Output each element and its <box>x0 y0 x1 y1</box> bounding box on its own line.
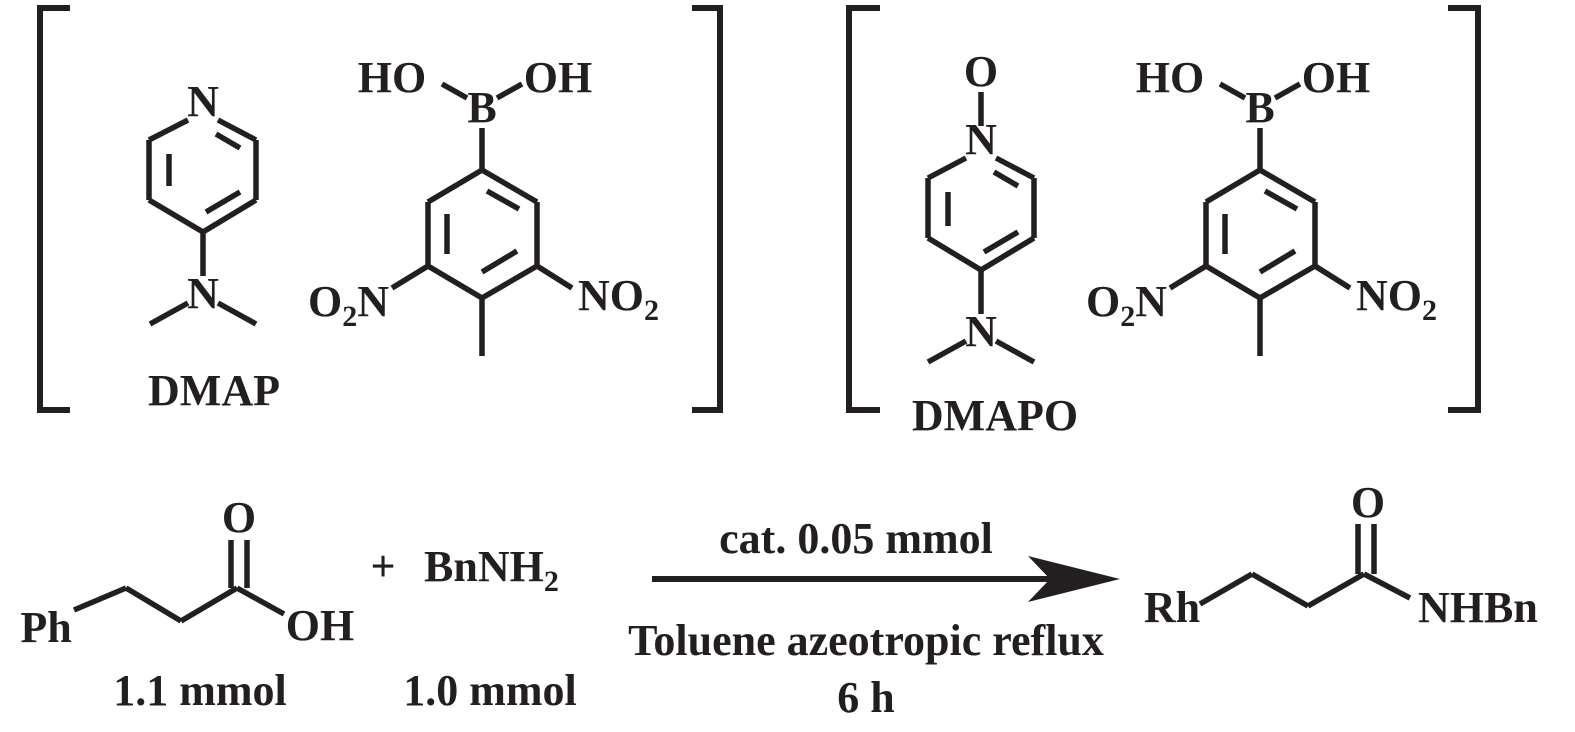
bracket-right-catalyst-1 <box>692 5 723 413</box>
hydrocinnamic-acid-structure: Ph O OH <box>20 493 354 652</box>
bracket-left-catalyst-2 <box>846 5 880 413</box>
acid2-boron: B <box>1245 83 1274 132</box>
boronic-acid-2-structure: HO B OH O2N NO2 <box>1086 53 1437 356</box>
dmapo-amine-nitrogen: N <box>965 307 997 356</box>
condition-solvent: Toluene azeotropic reflux <box>628 616 1104 665</box>
product-r-group: Rh <box>1144 583 1200 632</box>
condition-catalyst: cat. 0.05 mmol <box>719 514 993 563</box>
product-nhbn: NHBn <box>1418 583 1538 632</box>
acid-ph: Ph <box>20 603 71 652</box>
acid1-ho: HO <box>358 53 426 102</box>
plus-sign: + <box>370 542 395 591</box>
dmap-structure: N N <box>146 77 259 327</box>
acid1-no2-right-sub: 2 <box>644 294 659 327</box>
reaction-arrow <box>652 556 1120 602</box>
acid1-no2-left-o: O <box>308 277 342 326</box>
product-amide-structure: Rh O NHBn <box>1144 478 1538 632</box>
benzylamine-sub: 2 <box>544 565 559 598</box>
acid1-oh: OH <box>524 53 592 102</box>
acid2-no2-left-sub: 2 <box>1120 300 1135 333</box>
bracket-left-catalyst-1 <box>37 5 70 413</box>
dmapo-label: DMAPO <box>912 391 1078 440</box>
product-carbonyl-oxygen: O <box>1351 478 1385 527</box>
dmap-label: DMAP <box>148 366 280 415</box>
dmapo-structure: O N N <box>925 47 1037 365</box>
benzylamine: BnNH2 <box>424 542 559 598</box>
amine-amount: 1.0 mmol <box>403 666 577 715</box>
acid1-no2-right: NO2 <box>578 271 659 327</box>
condition-time: 6 h <box>837 673 894 722</box>
bracket-right-catalyst-2 <box>1448 5 1481 413</box>
acid2-no2-left-n: N <box>1135 277 1167 326</box>
benzylamine-main: BnNH <box>424 542 544 591</box>
dmap-ring-nitrogen: N <box>187 77 219 126</box>
acid1-no2-left: O2N <box>308 277 389 333</box>
dmapo-ring-nitrogen: N <box>965 115 997 164</box>
boronic-acid-1-structure: HO B OH O2N NO2 <box>308 53 659 356</box>
dmap-amine-nitrogen: N <box>187 269 219 318</box>
acid1-no2-left-n: N <box>357 277 389 326</box>
acid2-no2-left: O2N <box>1086 277 1167 333</box>
acid-amount: 1.1 mmol <box>113 666 287 715</box>
acid-carbonyl-oxygen: O <box>222 493 256 542</box>
acid2-no2-right-no: NO <box>1356 271 1422 320</box>
acid2-no2-right: NO2 <box>1356 271 1437 327</box>
acid1-boron: B <box>467 83 496 132</box>
acid2-ho: HO <box>1136 53 1204 102</box>
acid2-no2-left-o: O <box>1086 277 1120 326</box>
acid2-no2-right-sub: 2 <box>1422 294 1437 327</box>
acid-hydroxyl: OH <box>286 601 354 650</box>
dmapo-oxide-oxygen: O <box>964 47 998 96</box>
acid1-no2-left-sub: 2 <box>342 300 357 333</box>
acid2-oh: OH <box>1302 53 1370 102</box>
acid1-no2-right-no: NO <box>578 271 644 320</box>
